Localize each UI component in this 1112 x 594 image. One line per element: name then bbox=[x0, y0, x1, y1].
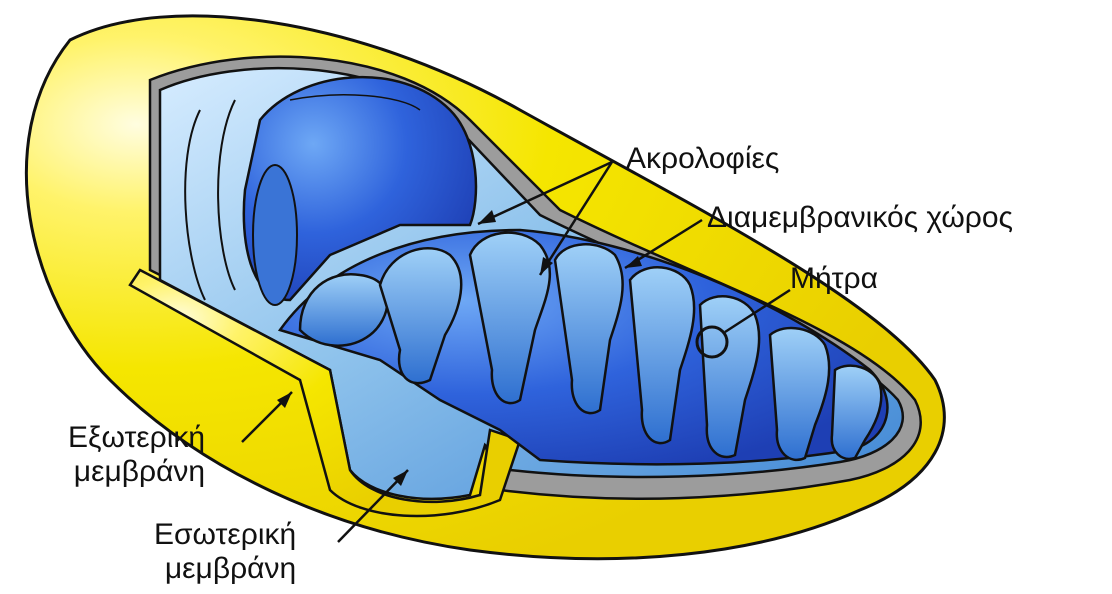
label-intermembrane-space: Διαμεμβρανικός χώρος bbox=[707, 201, 1013, 235]
label-inner-membrane-line2: μεμβράνη bbox=[154, 552, 296, 586]
label-outer-membrane-line1: Εξωτερική bbox=[68, 421, 205, 455]
label-cristae: Ακρολοφίες bbox=[626, 142, 779, 176]
label-matrix: Μήτρα bbox=[790, 262, 878, 296]
crista-cylinder-rim bbox=[253, 165, 297, 305]
label-outer-membrane: Εξωτερική μεμβράνη bbox=[68, 421, 205, 489]
label-outer-membrane-line2: μεμβράνη bbox=[68, 455, 205, 489]
label-inner-membrane: Εσωτερική μεμβράνη bbox=[154, 518, 296, 586]
label-inner-membrane-line1: Εσωτερική bbox=[154, 518, 296, 552]
